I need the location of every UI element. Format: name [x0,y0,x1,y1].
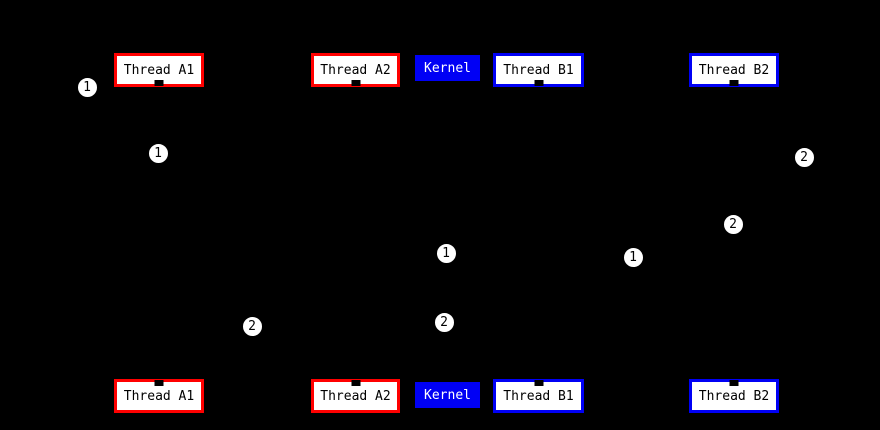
entity-label-thread-b1: Thread B1 [503,388,574,404]
lifeline-tick-icon [154,380,164,386]
entity-box-thread-a2-top: Thread A2 [311,53,400,87]
lifeline-tick-icon [729,80,739,86]
step-badge-1: 1 [435,242,457,264]
step-badge-number: 1 [83,79,91,95]
entity-label-thread-b2: Thread B2 [698,388,770,404]
step-badge-number: 1 [629,249,637,265]
entity-label-kernel: Kernel [424,387,471,403]
step-badge-number: 1 [442,245,450,261]
step-badge-2: 2 [722,213,744,235]
step-badge-2: 2 [241,315,263,337]
step-badge-number: 1 [154,145,162,161]
lifeline-tick-icon [729,380,739,386]
step-badge-2: 2 [793,146,815,168]
entity-box-thread-b2-bottom: Thread B2 [689,379,779,413]
lifeline-tick-icon [534,80,543,86]
entity-label-thread-b2: Thread B2 [698,62,770,78]
entity-label-thread-a1: Thread A1 [123,388,195,404]
step-badge-1: 1 [76,76,98,98]
entity-label-thread-a2: Thread A2 [320,62,391,78]
entity-label-kernel: Kernel [424,60,471,76]
lifeline-tick-icon [351,80,360,86]
step-badge-number: 2 [800,149,808,165]
entity-box-thread-b2-top: Thread B2 [689,53,779,87]
entity-label-thread-a1: Thread A1 [123,62,195,78]
lifeline-tick-icon [534,380,543,386]
entity-box-thread-a1-top: Thread A1 [114,53,204,87]
entity-box-thread-a1-bottom: Thread A1 [114,379,204,413]
lifeline-tick-icon [351,380,360,386]
step-badge-1: 1 [147,142,169,164]
step-badge-1: 1 [622,246,644,268]
entity-label-thread-a2: Thread A2 [320,388,391,404]
entity-box-kernel-bottom: Kernel [415,382,480,408]
entity-box-kernel-top: Kernel [415,55,480,81]
entity-label-thread-b1: Thread B1 [503,62,574,78]
step-badge-number: 2 [729,216,737,232]
step-badge-number: 2 [440,314,448,330]
step-badge-number: 2 [248,318,256,334]
step-badge-2: 2 [433,311,455,333]
lifeline-tick-icon [154,80,164,86]
entity-box-thread-b1-bottom: Thread B1 [493,379,584,413]
entity-box-thread-a2-bottom: Thread A2 [311,379,400,413]
entity-box-thread-b1-top: Thread B1 [493,53,584,87]
